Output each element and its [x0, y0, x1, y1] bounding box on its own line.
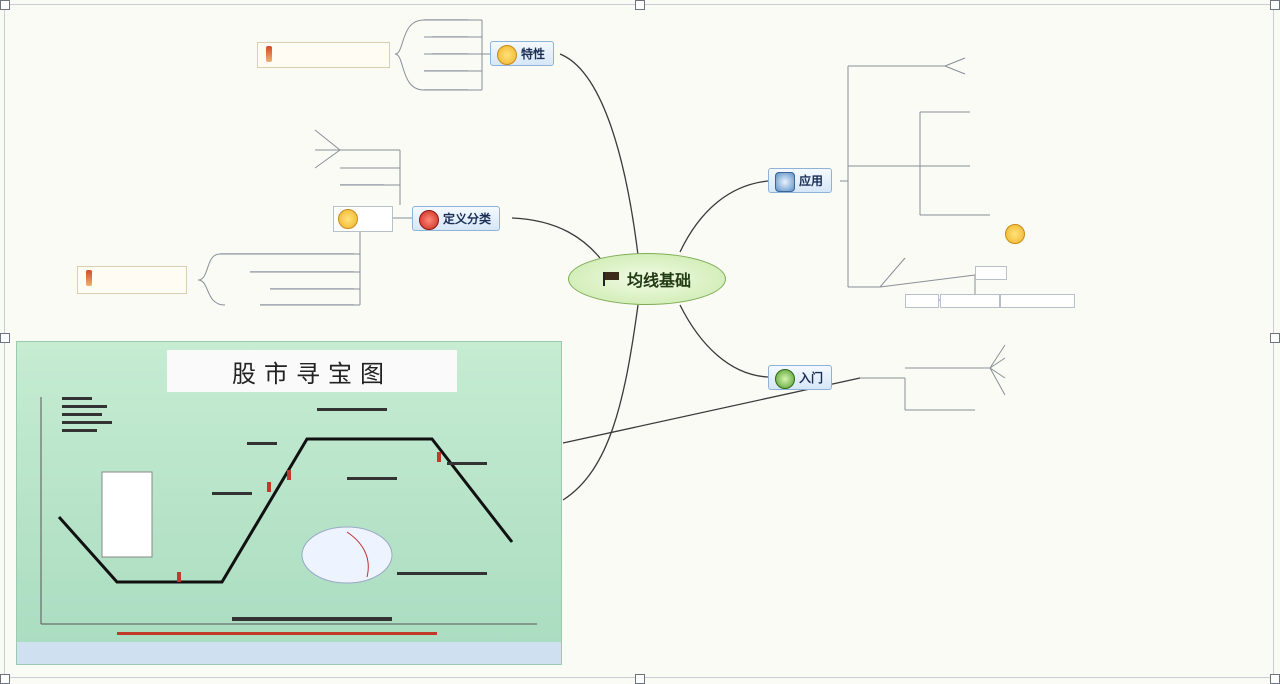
chart-panel-footer — [17, 642, 561, 664]
central-topic[interactable]: 均线基础 — [568, 253, 726, 305]
leaf-tezheng-1[interactable] — [424, 12, 468, 20]
leaf-tezheng-3[interactable] — [432, 46, 468, 54]
smiley-icon — [1005, 224, 1025, 244]
leaf-yingyong-row-2[interactable] — [940, 294, 1000, 308]
leaf-yingyong-row-1[interactable] — [905, 294, 939, 308]
smiley-icon — [497, 44, 517, 65]
chart-image-panel: 股市寻宝图 — [16, 341, 562, 665]
flag-icon — [602, 272, 621, 286]
topic-dingyi[interactable]: 定义分类 — [412, 206, 501, 231]
clipboard-icon — [775, 171, 795, 192]
topic-dingyi-label: 定义分类 — [443, 212, 492, 226]
leaf-icon — [775, 368, 795, 389]
number-one-icon — [419, 209, 439, 230]
central-topic-label: 均线基础 — [626, 271, 691, 290]
topic-tezheng[interactable]: 特性 — [490, 41, 555, 66]
topic-yingyong-label: 应用 — [799, 174, 824, 188]
leaf-dingyi-2[interactable] — [250, 264, 354, 272]
topic-tezheng-label: 特性 — [521, 47, 546, 61]
smiley-icon — [338, 209, 358, 229]
leaf-dingyi-4[interactable] — [260, 297, 354, 305]
exclamation-icon — [266, 46, 272, 62]
resize-handle-top[interactable] — [635, 0, 645, 10]
leaf-dingyi-1[interactable] — [220, 246, 354, 254]
topic-rumen[interactable]: 入门 — [768, 365, 833, 390]
leaf-tezheng-4[interactable] — [424, 63, 468, 71]
leaf-tezheng-5[interactable] — [424, 82, 468, 90]
chart-panel-title: 股市寻宝图 — [167, 350, 457, 392]
topic-rumen-label: 入门 — [799, 371, 824, 385]
leaf-yingyong-row-3[interactable] — [1000, 294, 1075, 308]
leaf-yingyong-box[interactable] — [975, 266, 1007, 280]
topic-yingyong[interactable]: 应用 — [768, 168, 833, 193]
subtopic-dingyi[interactable] — [333, 206, 393, 232]
leaf-dingyi-5[interactable] — [340, 177, 384, 185]
leaf-tezheng-2[interactable] — [432, 29, 468, 37]
trend-diagram — [40, 397, 537, 635]
note-mid-left[interactable] — [77, 266, 187, 294]
resize-handle-top-left[interactable] — [0, 0, 10, 10]
resize-handle-left[interactable] — [0, 333, 10, 343]
leaf-dingyi-3[interactable] — [270, 281, 354, 289]
exclamation-icon — [86, 270, 92, 286]
note-top-left[interactable] — [257, 42, 390, 68]
